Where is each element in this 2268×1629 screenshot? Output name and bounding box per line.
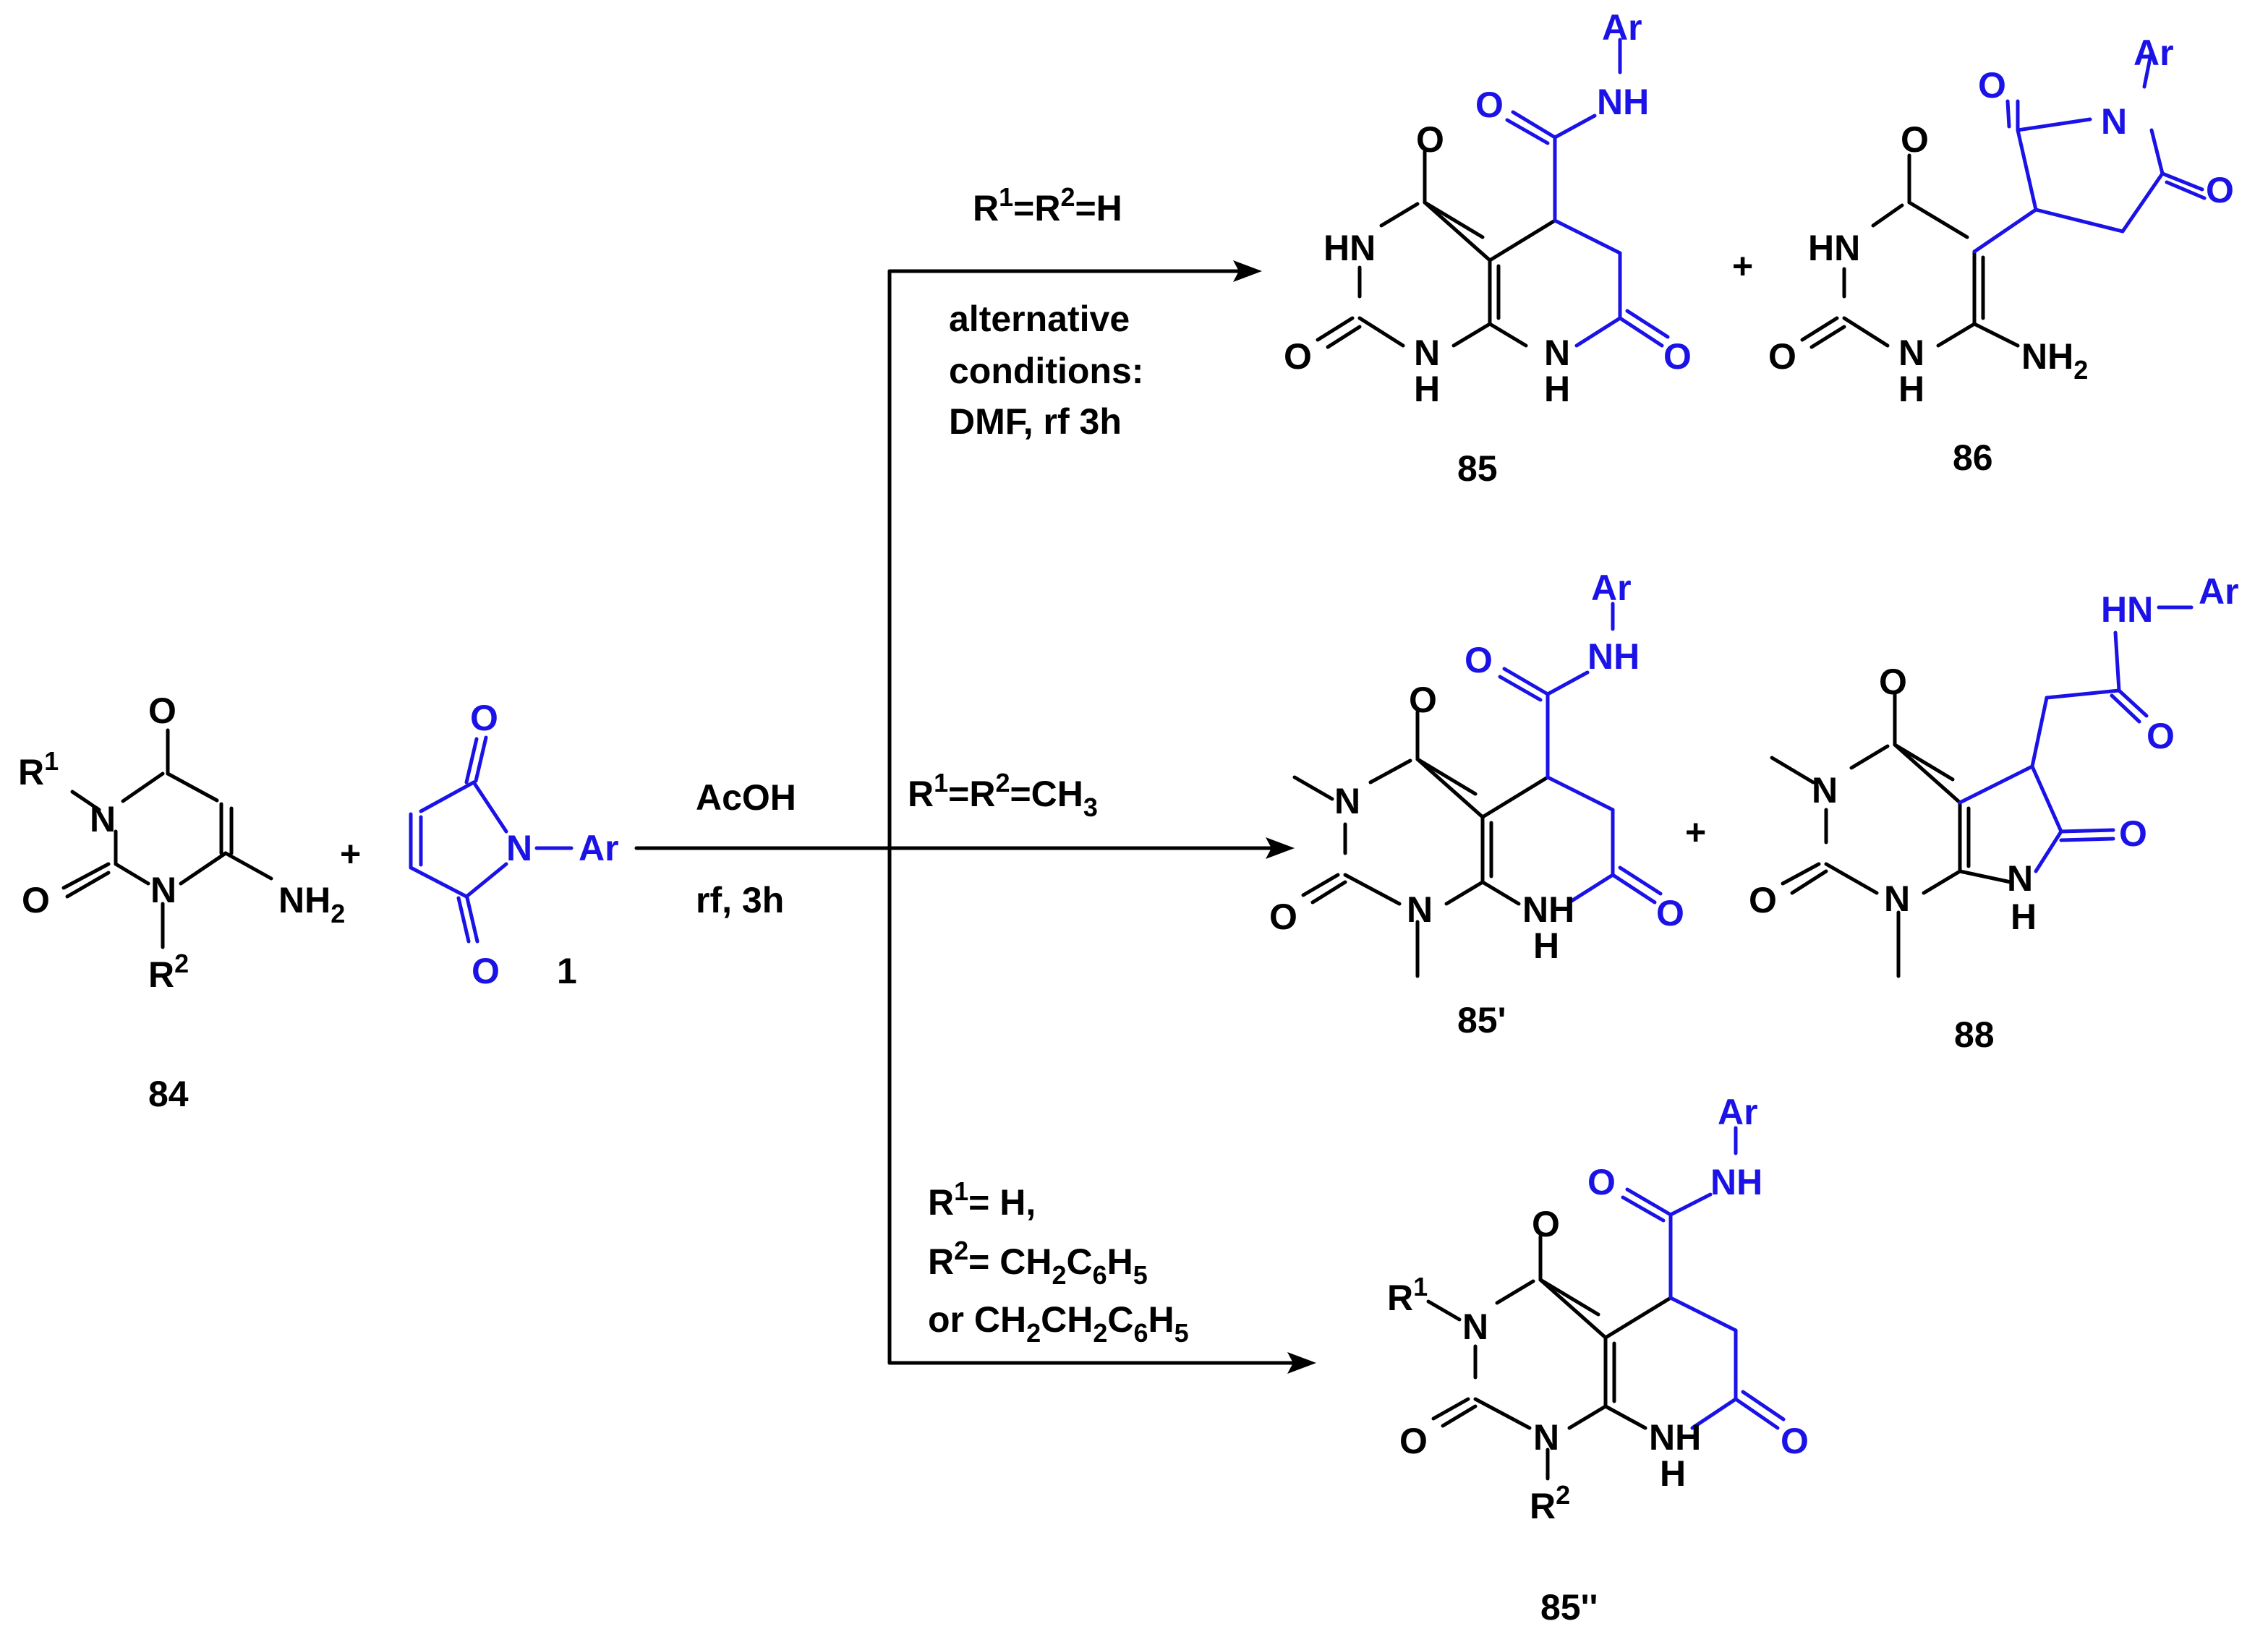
atom-NH: NH (1522, 889, 1574, 930)
atom-O: O (1532, 1204, 1560, 1244)
plus-sign: + (1732, 246, 1753, 286)
compound-label-1: 1 (557, 951, 577, 991)
atom-N: N (90, 799, 116, 839)
compound-label-86: 86 (1953, 437, 1993, 478)
branch3-line3: or CH2CH2C6H5 (928, 1299, 1189, 1348)
compound-84: O N N O R1 R2 NH2 84 (18, 690, 345, 1114)
condition-rf-3h: rf, 3h (696, 880, 784, 920)
plus-sign: + (340, 834, 361, 874)
atom-N: N (150, 870, 176, 910)
branch3-line1: R1= H, (928, 1176, 1036, 1223)
atom-O: O (1901, 119, 1929, 160)
atom-O: O (472, 951, 500, 991)
atom-NH: NH (1710, 1162, 1762, 1202)
atom-Ar: Ar (1602, 7, 1642, 48)
atom-O: O (1749, 880, 1777, 920)
atom-HN: HN (1323, 228, 1376, 268)
atom-O: O (470, 698, 498, 738)
atom-O: O (1781, 1421, 1809, 1461)
branch1-substituents: R1=R2=H (973, 182, 1122, 228)
atom-NH: NH (1597, 82, 1649, 122)
atom-Ar: Ar (1591, 568, 1632, 608)
atom-O: O (1879, 662, 1907, 702)
branch2-substituents: R1=R2=CH3 (908, 768, 1098, 822)
atom-O: O (148, 690, 176, 731)
atom-O: O (1416, 119, 1444, 160)
atom-H: H (1414, 369, 1440, 409)
atom-O: O (1399, 1421, 1428, 1461)
atom-HN: HN (1808, 228, 1860, 268)
atom-O: O (1587, 1162, 1616, 1202)
compound-label-85: 85 (1457, 448, 1498, 489)
compound-label-85pp: 85'' (1540, 1587, 1598, 1628)
compound-1-maleimide: O N Ar O 1 (409, 698, 619, 991)
atom-N: N (2101, 101, 2127, 142)
atom-Ar: Ar (1718, 1092, 1758, 1132)
atom-NH2: NH2 (278, 880, 345, 928)
atom-N: N (1414, 333, 1440, 373)
compound-85: O HN O N H N H O O NH Ar 85 (1284, 7, 1692, 489)
arrowhead-85p (1266, 837, 1295, 859)
atom-O: O (1269, 897, 1297, 937)
atom-H: H (1898, 369, 1924, 409)
atom-O: O (1656, 893, 1684, 933)
atom-NH: NH (1649, 1417, 1701, 1458)
atom-N: N (1334, 781, 1360, 821)
compound-label-84: 84 (148, 1074, 189, 1114)
atom-Ar: Ar (2199, 571, 2239, 612)
arrowhead-85 (1233, 260, 1262, 282)
atom-Ar: Ar (579, 828, 619, 868)
atom-N: N (506, 828, 532, 868)
compound-88: O N O N N H O O HN Ar 88 (1749, 571, 2239, 1055)
atom-H: H (1660, 1453, 1686, 1494)
branch1-alt-line1: alternative (949, 299, 1130, 339)
branch3-line2: R2= CH2C6H5 (928, 1236, 1148, 1290)
compound-label-88: 88 (1954, 1014, 1995, 1055)
atom-N: N (1884, 878, 1910, 919)
atom-O: O (1663, 336, 1692, 377)
compound-85-double-prime: O N R1 O N R2 NH H O O NH Ar 85'' (1387, 1092, 1809, 1628)
atom-N: N (1812, 770, 1838, 811)
atom-O: O (1465, 640, 1493, 680)
atom-O: O (2206, 170, 2234, 210)
atom-O: O (22, 880, 50, 920)
atom-Ar: Ar (2133, 33, 2174, 73)
atom-N: N (1898, 333, 1924, 373)
atom-H: H (1544, 369, 1570, 409)
plus-sign: + (1685, 812, 1706, 852)
reaction-arrows (634, 269, 1297, 1365)
branch1-alt-line3: DMF, rf 3h (949, 401, 1122, 442)
compound-86: O HN O N H NH2 O N Ar O 86 (1768, 33, 2234, 478)
atom-HN: HN (2101, 589, 2153, 630)
reagent-acoh: AcOH (696, 777, 796, 818)
atom-O: O (1475, 85, 1504, 125)
atom-N: N (2007, 858, 2033, 899)
atom-N: N (1462, 1307, 1488, 1347)
atom-R2: R2 (148, 949, 189, 995)
atom-R2: R2 (1530, 1480, 1570, 1526)
atom-R1: R1 (1387, 1272, 1428, 1318)
atom-NH2: NH2 (2021, 336, 2088, 385)
atom-N: N (1544, 333, 1570, 373)
branch1-alt-line2: conditions: (949, 351, 1143, 391)
atom-O: O (1978, 65, 2006, 106)
atom-O: O (2146, 716, 2175, 756)
atom-O: O (2119, 813, 2147, 854)
atom-N: N (1407, 889, 1433, 930)
compound-label-85p: 85' (1457, 1000, 1506, 1040)
atom-NH: NH (1587, 636, 1640, 677)
atom-O: O (1409, 680, 1437, 720)
atom-O: O (1768, 336, 1796, 377)
arrowhead-85pp (1287, 1352, 1316, 1374)
atom-N: N (1533, 1417, 1559, 1458)
compound-85-prime: O N O N NH H O O NH Ar 85' (1269, 568, 1684, 1040)
atom-H: H (1533, 925, 1559, 966)
atom-H: H (2011, 897, 2037, 937)
atom-O: O (1284, 336, 1312, 377)
atom-R1: R1 (18, 746, 59, 792)
